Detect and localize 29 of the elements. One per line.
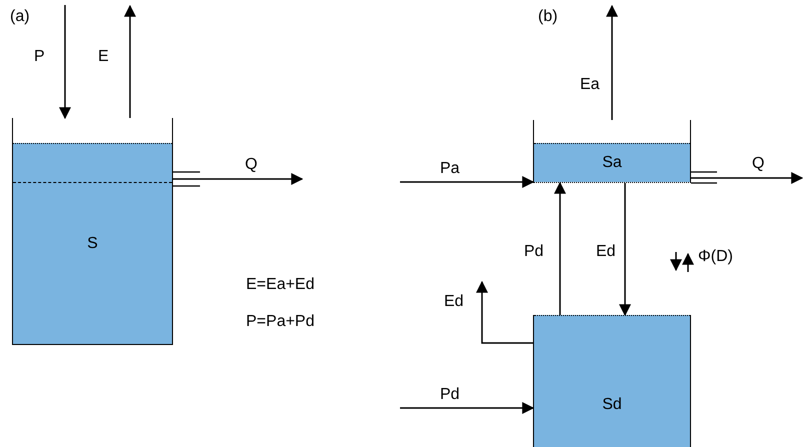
arrow [691, 172, 803, 184]
equation: P=Pa+Pd [246, 313, 314, 331]
arrow [173, 173, 304, 185]
arrow [124, 4, 136, 118]
arrow [554, 182, 566, 315]
arrow [476, 280, 533, 344]
equation: E=Ea+Ed [246, 276, 314, 294]
edge-label: Q [752, 155, 764, 173]
storage-tank [533, 120, 691, 183]
panel-label: (a) [10, 8, 30, 26]
arrow [59, 5, 71, 120]
edge-label: Pd [440, 386, 460, 404]
arrow [619, 183, 631, 316]
flux-label: Φ(D) [698, 248, 733, 266]
edge-label: Ed [444, 293, 464, 311]
edge-label: Pd [524, 243, 544, 261]
panel-label: (b) [538, 8, 558, 26]
arrow [400, 176, 534, 188]
storage-label: Sd [601, 396, 623, 414]
edge-label: Q [245, 156, 258, 174]
edge-label: Ea [580, 76, 600, 94]
edge-label: Ed [596, 243, 616, 261]
edge-label: P [34, 48, 45, 66]
arrow [400, 402, 534, 414]
edge-label: Pa [440, 160, 460, 178]
storage-label: Sa [601, 154, 623, 172]
edge-label: E [98, 48, 109, 66]
storage-label: S [86, 235, 99, 253]
arrow [606, 4, 618, 120]
